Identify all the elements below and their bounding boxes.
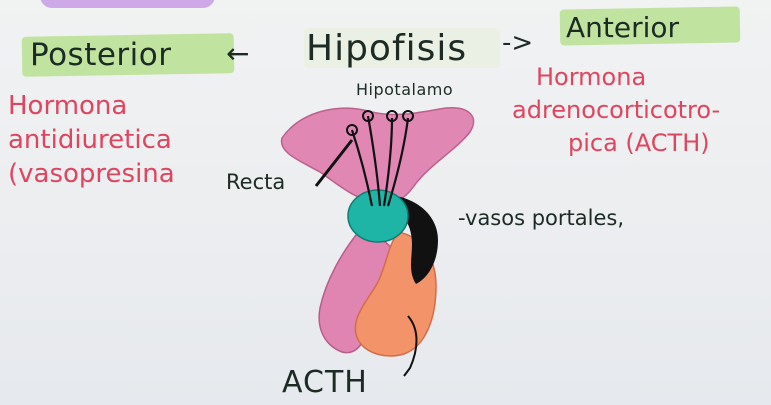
vasos-portales-label: -vasos portales,: [458, 208, 624, 229]
recta-label: Recta: [226, 172, 285, 193]
hipotalamo-label: Hipotalamo: [356, 82, 453, 98]
acth-bottom-label: ACTH: [282, 368, 368, 398]
teal-node-shape: [348, 190, 408, 242]
